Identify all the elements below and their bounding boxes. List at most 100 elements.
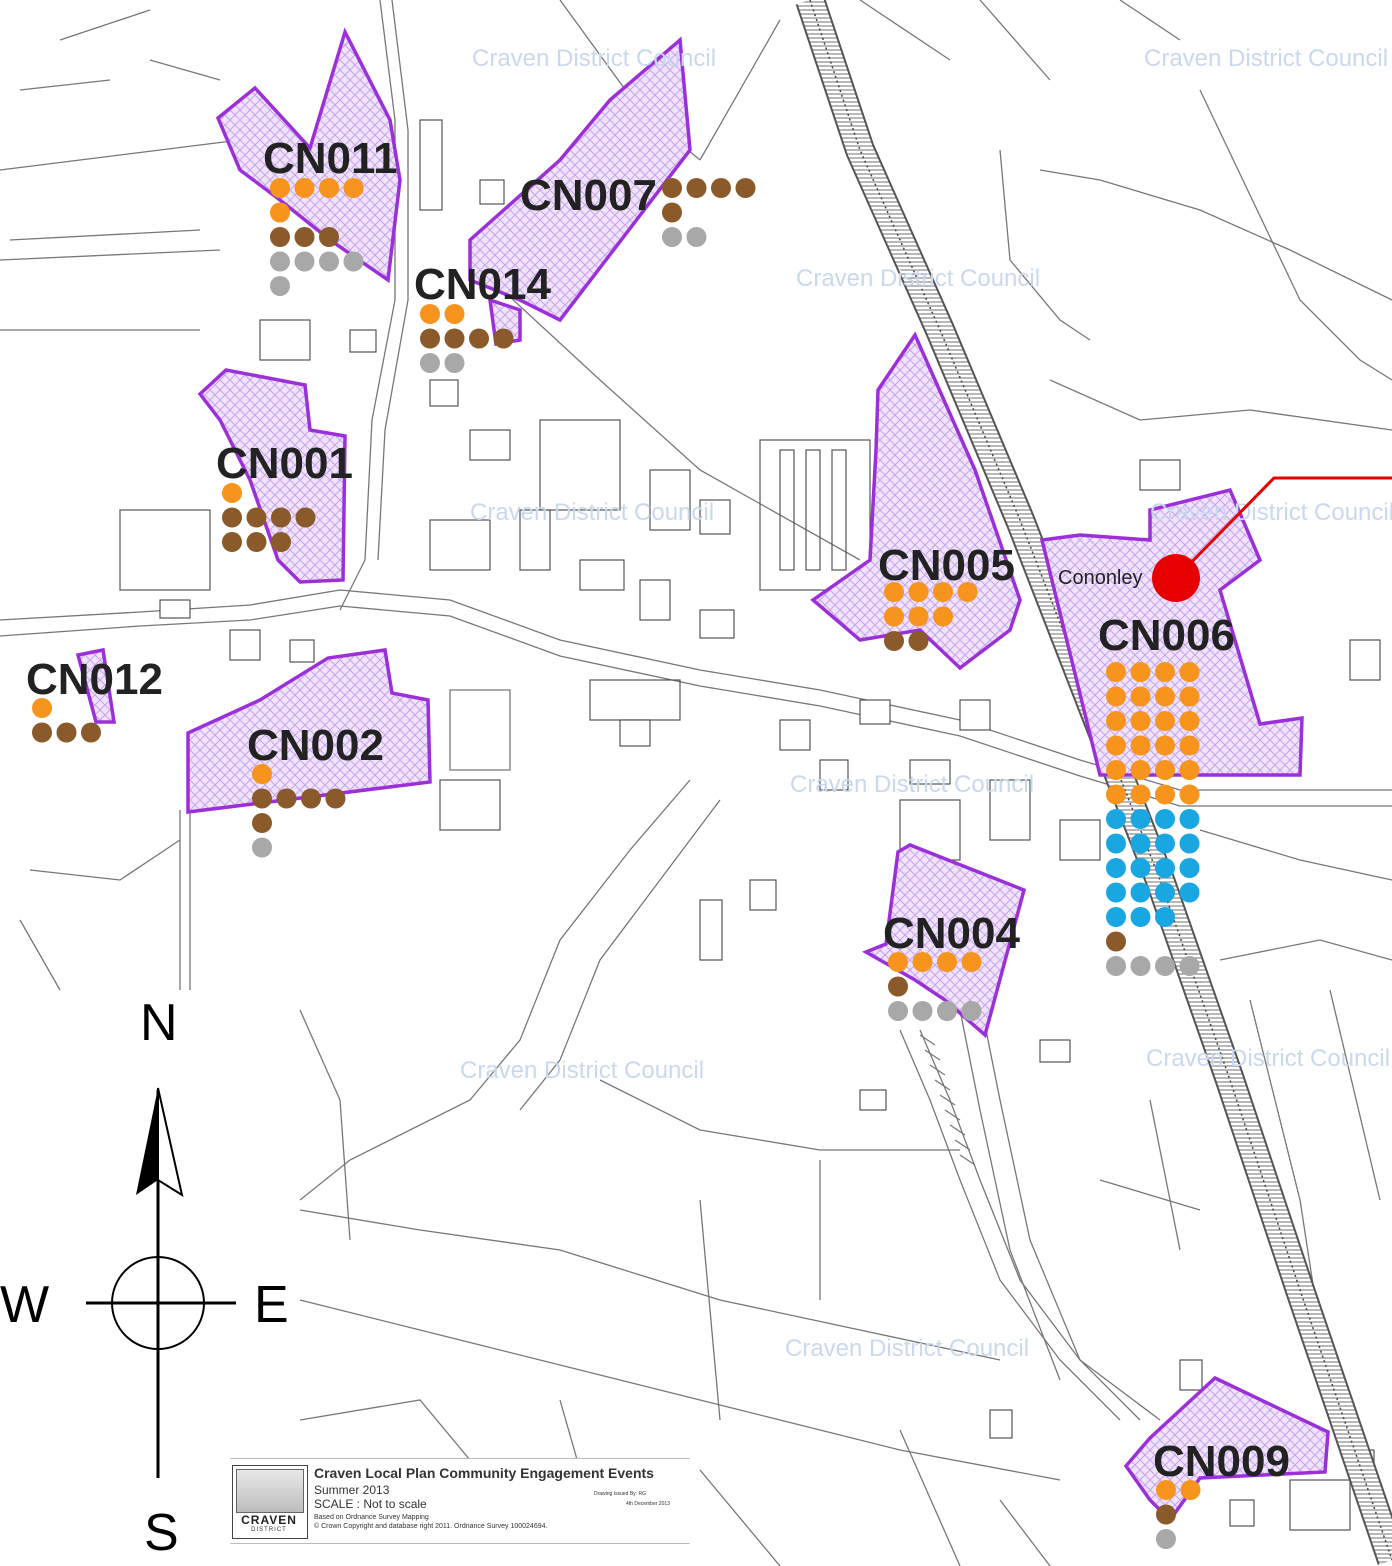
response-dot-orange <box>1106 662 1126 682</box>
response-dot-blue <box>1106 907 1126 927</box>
response-dot-grey <box>319 251 339 272</box>
watermark-text: Craven District Council <box>785 1335 1029 1362</box>
response-dot-blue <box>1179 809 1200 829</box>
logo-sub: DISTRICT <box>251 1527 287 1533</box>
response-dot-brown <box>271 532 291 552</box>
response-dot-orange <box>957 582 978 602</box>
response-dot-orange <box>1179 711 1200 731</box>
response-dot-grey <box>1155 956 1175 976</box>
response-dot-blue <box>1130 882 1151 903</box>
parcel-cn006[interactable] <box>1039 487 1304 777</box>
parcel-cn001[interactable] <box>197 368 347 584</box>
response-dot-orange <box>1180 1480 1201 1500</box>
response-dot-orange <box>884 582 904 602</box>
response-dot-brown <box>81 722 101 743</box>
response-dot-grey <box>662 227 682 247</box>
craven-logo: CRAVEN DISTRICT <box>232 1465 308 1539</box>
site-label-cn014: CN014 <box>414 260 551 309</box>
response-dot-brown <box>325 788 346 809</box>
watermark-text: Craven District Council <box>1146 1045 1390 1072</box>
site-label-cn002: CN002 <box>247 721 384 770</box>
compass-south: S <box>144 1504 179 1562</box>
watermark-text: Craven District Council <box>1150 499 1392 526</box>
response-dot-grey <box>1106 956 1126 976</box>
response-dot-orange <box>1130 784 1151 805</box>
response-dot-orange <box>270 202 290 223</box>
callout-line <box>1174 476 1392 580</box>
response-dot-blue <box>1179 833 1200 854</box>
response-dot-brown <box>888 976 908 997</box>
response-dot-orange <box>1106 686 1126 707</box>
logo-landscape-icon <box>236 1469 304 1513</box>
response-dot-orange <box>1155 662 1175 682</box>
response-dot-orange <box>1179 760 1200 780</box>
response-dot-blue <box>1155 858 1175 878</box>
parcel-cn009[interactable] <box>1123 1375 1330 1523</box>
response-dot-grey <box>1130 956 1151 976</box>
legend-issued-date: 4th December 2013 <box>626 1501 670 1507</box>
response-dot-grey <box>343 251 364 272</box>
response-dot-blue <box>1130 833 1151 854</box>
response-dot-blue <box>1179 858 1200 878</box>
watermark-text: Craven District Council <box>472 45 716 72</box>
response-dot-brown <box>319 227 339 247</box>
response-dot-orange <box>1179 662 1200 682</box>
site-label-cn004: CN004 <box>883 909 1020 958</box>
response-dot-orange <box>343 178 364 198</box>
response-dot-orange <box>1155 784 1175 805</box>
response-dot-grey <box>270 276 290 296</box>
response-dot-brown <box>686 178 707 198</box>
response-dot-brown <box>222 532 242 552</box>
response-dot-grey <box>961 1001 982 1021</box>
response-dot-orange <box>420 304 440 324</box>
response-dot-orange <box>444 304 465 324</box>
response-dot-brown <box>301 788 321 809</box>
response-dot-orange <box>961 952 982 972</box>
response-dot-orange <box>888 952 908 972</box>
response-dot-orange <box>270 178 290 198</box>
response-dot-grey <box>937 1001 957 1021</box>
response-dot-orange <box>933 606 953 627</box>
response-dot-orange <box>1179 735 1200 756</box>
response-dot-blue <box>1106 882 1126 903</box>
cononley-marker: Cononley <box>1058 476 1392 602</box>
parcel-cn007[interactable] <box>468 36 692 323</box>
watermark-text: Craven District Council <box>1144 45 1388 72</box>
response-dot-grey <box>1179 956 1200 976</box>
response-dot-orange <box>319 178 339 198</box>
response-dot-orange <box>1106 760 1126 780</box>
response-dot-grey <box>912 1001 933 1021</box>
response-dot-blue <box>1130 858 1151 878</box>
parcel-cn011[interactable] <box>215 27 402 284</box>
watermark-text: Craven District Council <box>790 771 1034 798</box>
legend-issued-by: Drawing Issued By: RG <box>594 1491 646 1497</box>
response-dot-orange <box>937 952 957 972</box>
location-marker-icon[interactable] <box>1152 554 1200 602</box>
parcel-cn004[interactable] <box>861 843 1027 1039</box>
compass-west: W <box>0 1276 49 1334</box>
response-dot-brown <box>420 328 440 349</box>
response-dot-grey <box>444 353 465 373</box>
watermark-text: Craven District Council <box>796 265 1040 292</box>
compass-rose: N S E W <box>0 994 289 1562</box>
site-label-cn009: CN009 <box>1153 1437 1290 1486</box>
parcel-cn012[interactable] <box>75 647 117 724</box>
response-dot-blue <box>1106 858 1126 878</box>
response-dot-orange <box>252 764 272 784</box>
response-dot-orange <box>1106 711 1126 731</box>
response-dot-orange <box>1130 735 1151 756</box>
response-dot-brown <box>252 788 272 809</box>
response-dot-orange <box>1130 711 1151 731</box>
response-dot-blue <box>1106 809 1126 829</box>
response-dot-brown <box>252 813 272 833</box>
site-label-cn012: CN012 <box>26 655 163 704</box>
response-dot-brown <box>493 328 514 349</box>
legend-note-mapping: Based on Ordnance Survey Mapping <box>314 1514 429 1521</box>
legend-note-copyright: © Crown Copyright and database right 201… <box>314 1523 548 1530</box>
response-dot-orange <box>1130 760 1151 780</box>
response-dot-brown <box>662 202 682 223</box>
response-dot-orange <box>1106 735 1126 756</box>
north-arrow-icon <box>136 1088 158 1195</box>
response-dot-grey <box>252 837 272 858</box>
